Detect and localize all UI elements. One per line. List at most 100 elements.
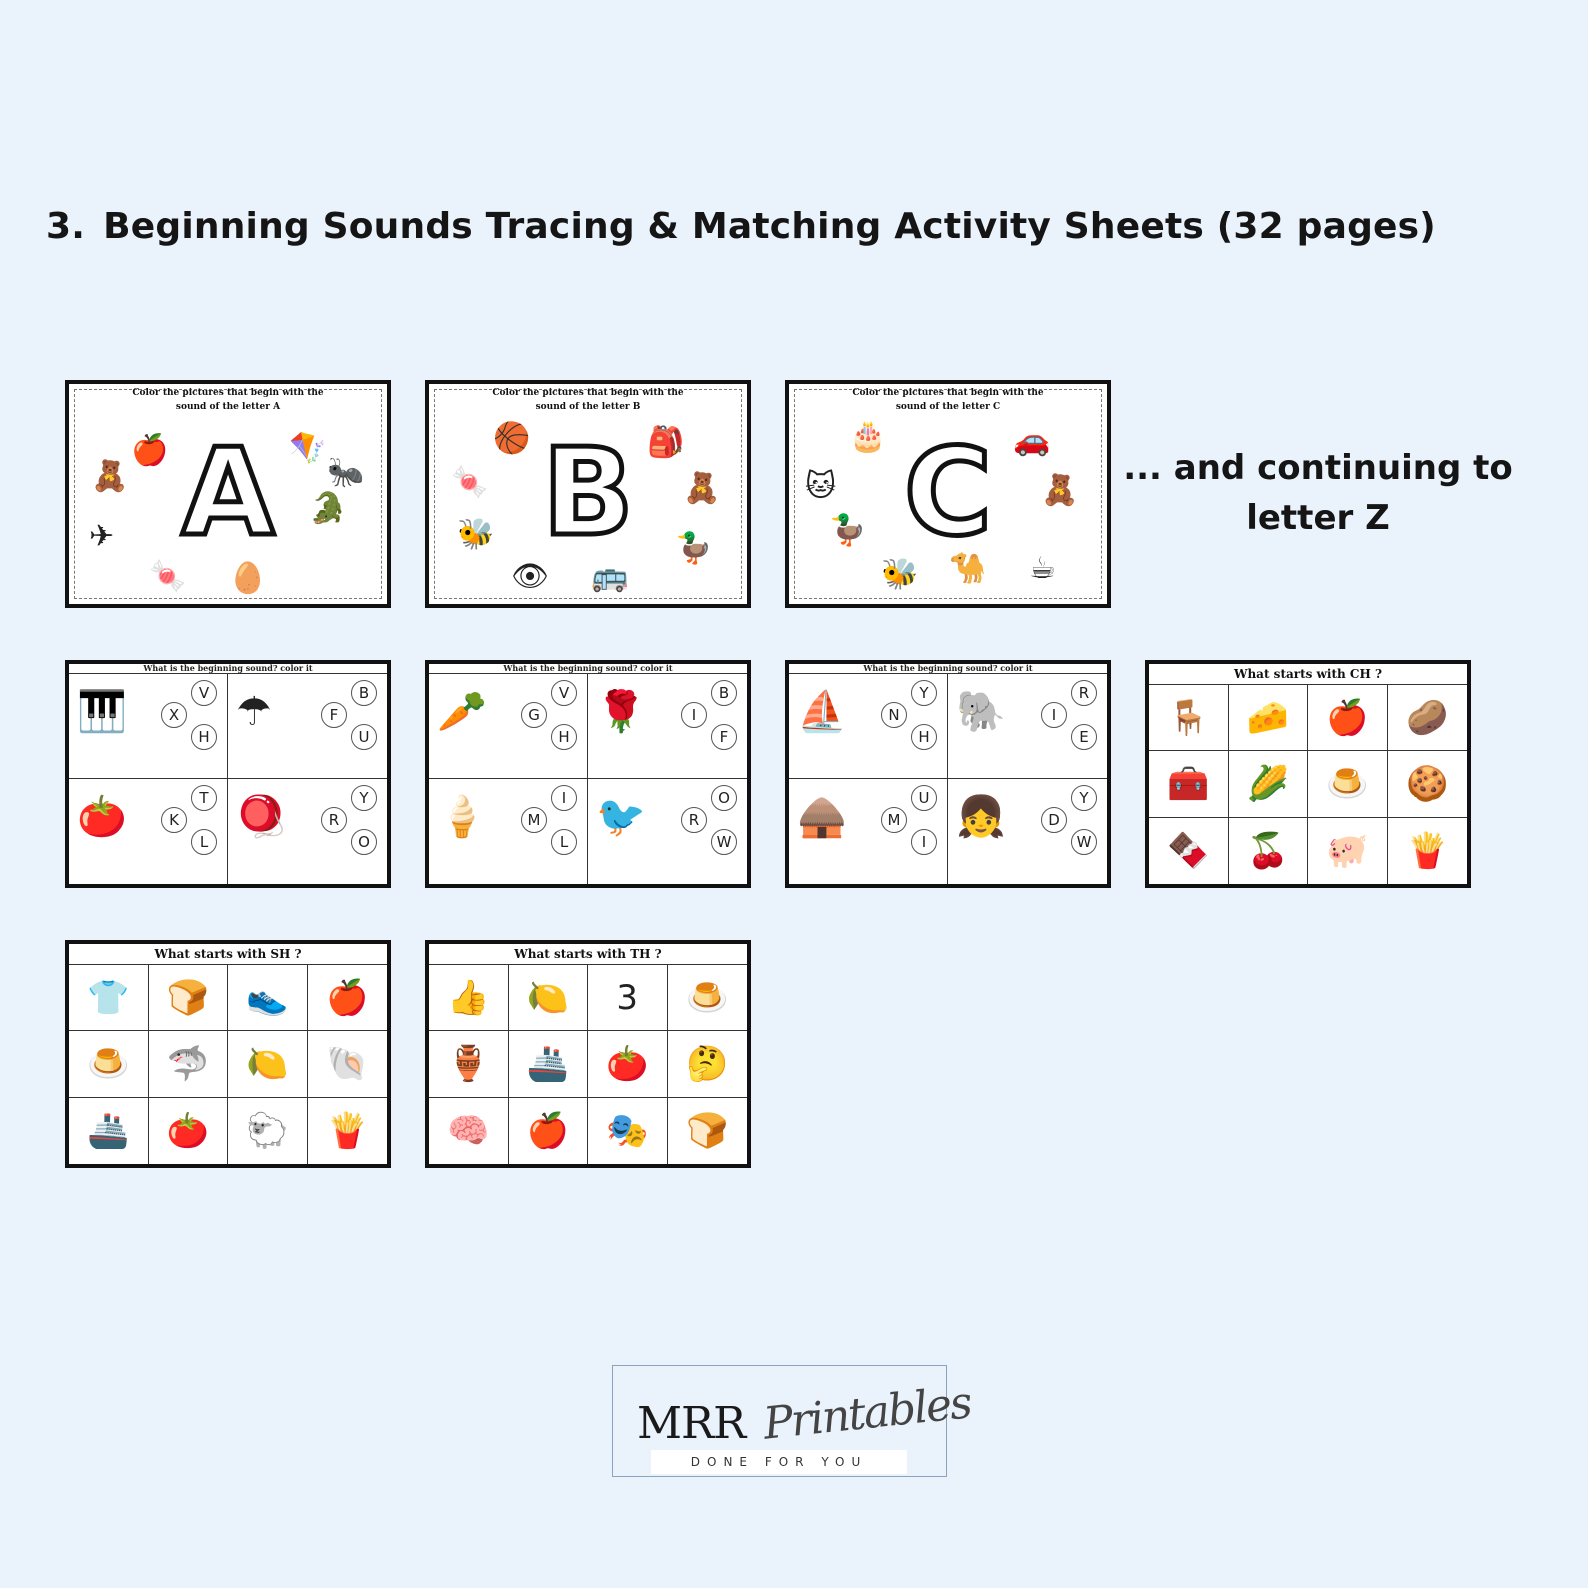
sheet-title: What starts with CH ? — [1149, 664, 1467, 685]
jelly-icon[interactable]: 🍮 — [69, 1031, 149, 1098]
xylophone-icon: 🎹 — [77, 689, 127, 735]
tomato-icon[interactable]: 🍅 — [149, 1097, 228, 1164]
bee-icon: 🐝 — [457, 517, 495, 552]
chocolate-icon[interactable]: 🍫 — [1149, 817, 1229, 884]
letter-bubble[interactable]: B — [711, 680, 737, 706]
picture-grid: 🪑 🧀 🍎 🥔 🧰 🌽 🍮 🍪 🍫 🍒 🐖 🍟 — [1149, 685, 1467, 884]
apple-icon[interactable]: 🍎 — [509, 1097, 588, 1164]
letter-bubble[interactable]: B — [351, 680, 377, 706]
jug-icon[interactable]: 🏺 — [429, 1031, 509, 1098]
letter-bubble[interactable]: U — [351, 724, 377, 750]
letter-bubble[interactable]: H — [911, 724, 937, 750]
sheet-title: Color the pictures that begin with the s… — [132, 388, 324, 412]
letter-bubble[interactable]: H — [191, 724, 217, 750]
bread-icon[interactable]: 🍞 — [148, 965, 228, 1032]
letter-bubble[interactable]: Y — [1071, 785, 1097, 811]
quad-cell: 👧 Y D W — [948, 779, 1107, 884]
shirt-icon[interactable]: 👕 — [69, 965, 149, 1032]
letter-bubble[interactable]: T — [191, 785, 217, 811]
apple-icon[interactable]: 🍎 — [307, 965, 387, 1032]
letter-bubble[interactable]: I — [911, 829, 937, 855]
chips-icon[interactable]: 🥔 — [1387, 685, 1467, 752]
ice-cream-icon: 🍦 — [437, 794, 487, 840]
letter-bubble[interactable]: X — [161, 702, 187, 728]
letter-bubble[interactable]: G — [521, 702, 547, 728]
cherry-icon[interactable]: 🍒 — [1229, 817, 1308, 884]
ship-icon[interactable]: 🚢 — [508, 1031, 588, 1098]
quad-cell: 🌹 B I F — [588, 674, 747, 779]
quad-cell: ⛵ Y N H — [789, 674, 948, 779]
teddy-bear-icon: 🧸 — [1041, 473, 1079, 508]
letter-bubble[interactable]: Y — [911, 680, 937, 706]
cookie-icon[interactable]: 🍪 — [1387, 751, 1467, 818]
letter-bubble[interactable]: M — [521, 807, 547, 833]
duck-icon: 🦆 — [675, 531, 713, 566]
letter-bubble[interactable]: E — [1071, 724, 1097, 750]
letter-bubble[interactable]: F — [321, 702, 347, 728]
letter-bubble[interactable]: W — [1071, 829, 1097, 855]
bread-icon[interactable]: 🍞 — [686, 1110, 729, 1151]
letter-bubble[interactable]: R — [321, 807, 347, 833]
letter-bubble[interactable]: L — [191, 829, 217, 855]
quad-cell: 🐘 R I E — [948, 674, 1107, 779]
letter-bubble[interactable]: N — [881, 702, 907, 728]
pig-icon[interactable]: 🐖 — [1308, 817, 1388, 884]
grid-sheet-sh: What starts with SH ? 👕 🍞 👟 🍎 🍮 🦈 🍋 🐚 🚢 … — [65, 940, 391, 1168]
thumb-icon[interactable]: 👍 — [429, 965, 509, 1032]
chair-icon[interactable]: 🪑 — [1149, 685, 1229, 752]
letter-bubble[interactable]: H — [551, 724, 577, 750]
theater-icon[interactable]: 🎭 — [588, 1097, 668, 1164]
duck-icon: 🦆 — [829, 513, 867, 548]
kite-icon: 🪁 — [289, 431, 327, 466]
corn-icon[interactable]: 🌽 — [1228, 751, 1308, 818]
sheet-title: What is the beginning sound? color it — [429, 664, 747, 674]
lemon-icon[interactable]: 🍋 — [508, 965, 588, 1032]
quad-cell: 🍅 T K L — [69, 779, 228, 884]
ant-icon: 🐜 — [327, 455, 365, 490]
letter-bubble[interactable]: U — [911, 785, 937, 811]
sheet-title: Color the pictures that begin with the s… — [852, 388, 1044, 412]
cheese-icon[interactable]: 🧀 — [1228, 685, 1308, 752]
letter-bubble[interactable]: I — [1041, 702, 1067, 728]
lemon-icon[interactable]: 🍋 — [228, 1031, 308, 1098]
jelly-icon[interactable]: 🍮 — [667, 965, 747, 1032]
logo-name: MRR — [637, 1398, 746, 1449]
trace-letter: A — [179, 424, 277, 563]
tomato-icon: 🍅 — [77, 794, 127, 840]
letter-bubble[interactable]: F — [711, 724, 737, 750]
letter-bubble[interactable]: L — [551, 829, 577, 855]
three-icon[interactable]: 3 — [588, 965, 668, 1032]
tracing-sheet-c: Color the pictures that begin with the s… — [785, 380, 1111, 608]
logo-script: Printables — [760, 1377, 973, 1450]
letter-bubble[interactable]: R — [681, 807, 707, 833]
apple-icon[interactable]: 🍎 — [1308, 685, 1388, 752]
shell-icon[interactable]: 🐚 — [307, 1031, 387, 1098]
sheep-icon[interactable]: 🐑 — [228, 1097, 308, 1164]
fries-icon[interactable]: 🍟 — [326, 1110, 369, 1151]
thinking-icon[interactable]: 🤔 — [667, 1031, 747, 1098]
think-head-icon[interactable]: 🧠 — [429, 1097, 509, 1164]
letter-bubble[interactable]: R — [1071, 680, 1097, 706]
letter-bubble[interactable]: W — [711, 829, 737, 855]
doll-icon: 👧 — [956, 794, 1006, 840]
shark-icon[interactable]: 🦈 — [148, 1031, 228, 1098]
letter-bubble[interactable]: O — [711, 785, 737, 811]
letter-bubble[interactable]: I — [681, 702, 707, 728]
shoe-icon[interactable]: 👟 — [228, 965, 308, 1032]
tomato-icon[interactable]: 🍅 — [588, 1031, 668, 1098]
letter-bubble[interactable]: K — [161, 807, 187, 833]
jelly-icon[interactable]: 🍮 — [1308, 751, 1388, 818]
yoyo-icon: 🪀 — [236, 794, 286, 840]
letter-bubble[interactable]: I — [551, 785, 577, 811]
letter-bubble[interactable]: M — [881, 807, 907, 833]
letter-bubble[interactable]: O — [351, 829, 377, 855]
teacup-icon: ☕ — [1029, 551, 1056, 586]
letter-bubble[interactable]: V — [551, 680, 577, 706]
chest-icon[interactable]: 🧰 — [1149, 751, 1229, 818]
egg-icon: 🥚 — [229, 561, 267, 596]
ship-icon[interactable]: 🚢 — [69, 1097, 149, 1164]
letter-bubble[interactable]: D — [1041, 807, 1067, 833]
fries-icon[interactable]: 🍟 — [1406, 830, 1449, 871]
letter-bubble[interactable]: V — [191, 680, 217, 706]
letter-bubble[interactable]: Y — [351, 785, 377, 811]
